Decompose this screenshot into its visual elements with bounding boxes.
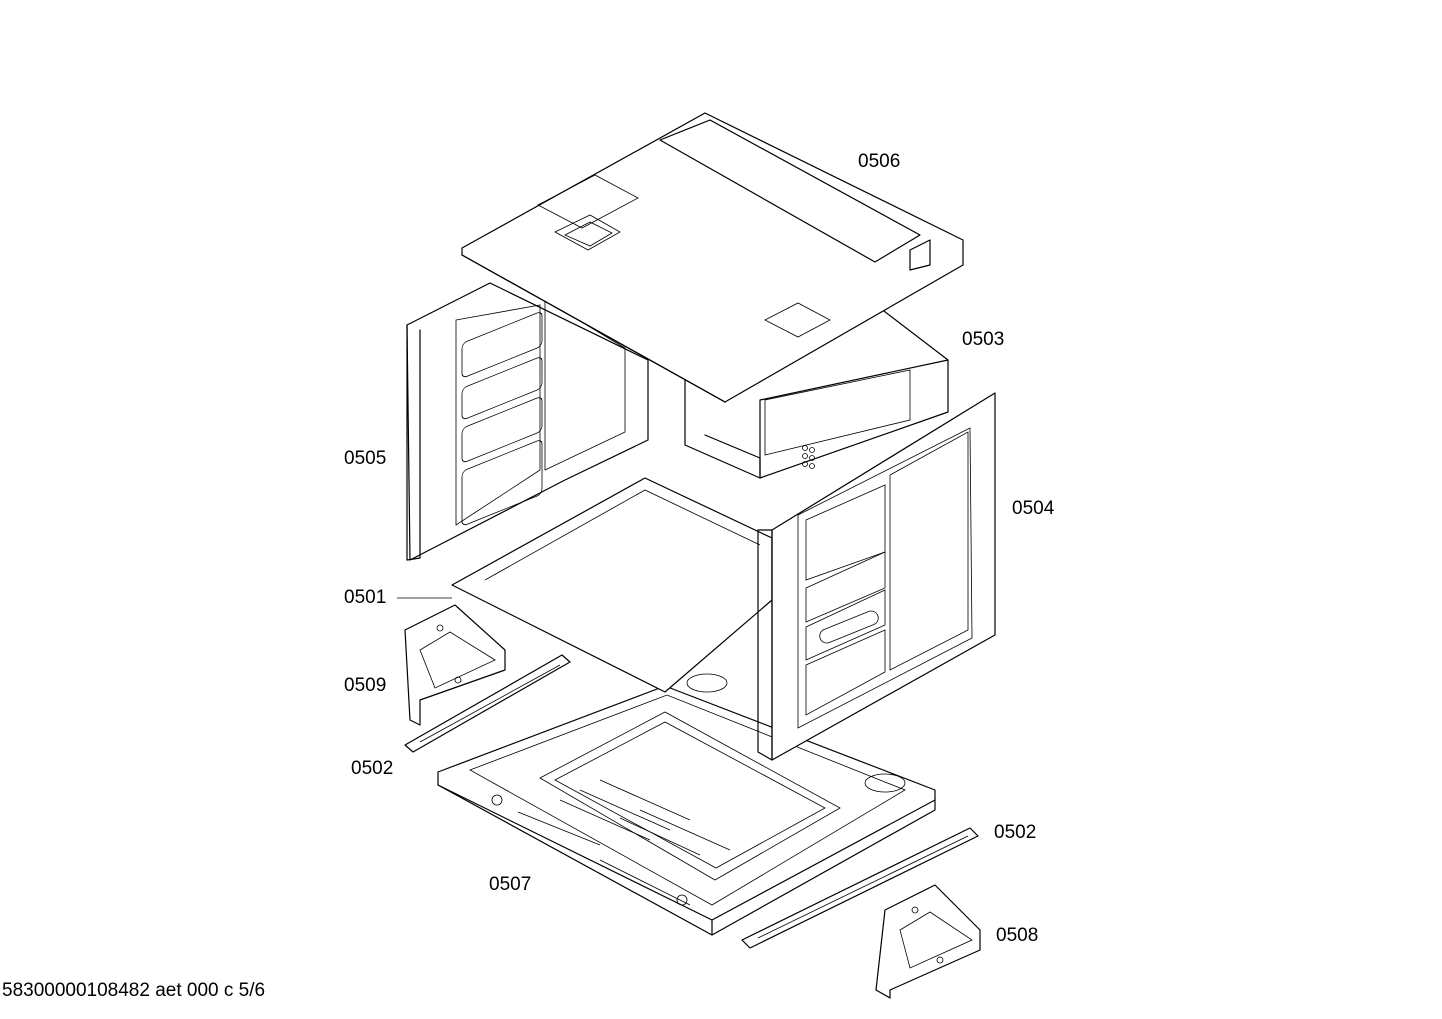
left-side-panel-part: [406, 282, 649, 561]
right-side-panel-part: [757, 392, 996, 761]
top-panel-part: [461, 112, 964, 403]
vent-holes-icon: [802, 445, 815, 469]
document-code: 58300000108482 aet 000 c 5/6: [2, 980, 266, 1001]
part-label-base-tray: 0507: [489, 874, 531, 895]
base-tray-part: [437, 673, 936, 936]
part-label-floor-plate: 0501: [344, 587, 386, 608]
part-label-left-bracket: 0509: [344, 675, 386, 696]
right-rail-part: [741, 827, 979, 949]
left-rail-part: [404, 654, 571, 753]
part-label-left-rail: 0502: [351, 758, 393, 779]
part-label-right-bracket: 0508: [996, 925, 1038, 946]
part-label-right-side-panel: 0504: [1012, 498, 1055, 519]
right-bracket-part: [875, 884, 981, 999]
left-bracket-part: [404, 604, 506, 726]
part-label-top-panel: 0506: [858, 151, 900, 172]
part-label-back-panel: 0503: [962, 329, 1004, 350]
part-label-right-rail: 0502: [994, 822, 1036, 843]
part-label-left-side-panel: 0505: [344, 448, 386, 469]
